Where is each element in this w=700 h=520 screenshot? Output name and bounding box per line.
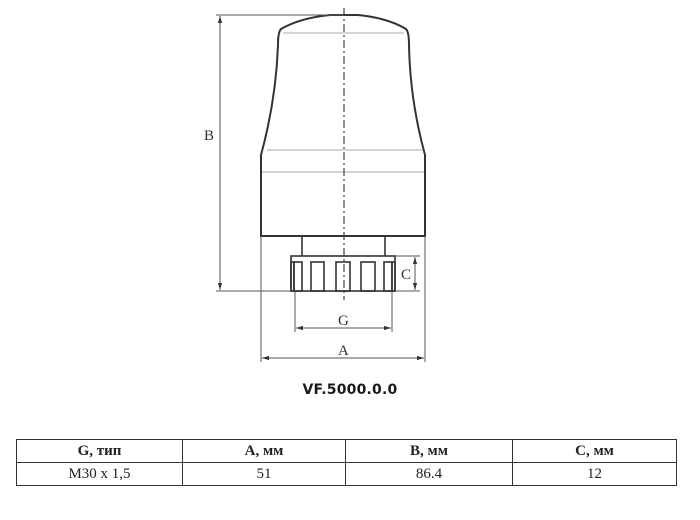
- dimension-label-C: C: [401, 267, 411, 283]
- dimension-A: [260, 236, 426, 362]
- header-a-mm: A, мм: [182, 439, 346, 463]
- dimension-label-B: B: [204, 128, 214, 144]
- dimension-label-G: G: [338, 313, 349, 329]
- dimension-C: [395, 255, 420, 292]
- cell-g-value: M30 x 1,5: [16, 462, 183, 486]
- dimension-B: [216, 14, 344, 292]
- cell-c-value: 12: [512, 462, 677, 486]
- cell-b-value: 86.4: [345, 462, 513, 486]
- neck: [301, 236, 386, 256]
- header-b-mm: B, мм: [345, 439, 513, 463]
- dimension-G: [294, 291, 393, 332]
- cell-a-value: 51: [182, 462, 346, 486]
- dimension-label-A: A: [338, 343, 349, 359]
- body-section-lines: [262, 32, 424, 173]
- table-header-row: G, тип A, мм B, мм C, мм: [16, 439, 677, 463]
- table-row: M30 x 1,5 51 86.4 12: [16, 462, 677, 486]
- union-nut: [290, 255, 396, 292]
- technical-drawing: B C G A: [204, 8, 426, 362]
- spec-table: G, тип A, мм B, мм C, мм M30 x 1,5 51 86…: [16, 439, 677, 486]
- thermo-head-outline: [260, 14, 426, 237]
- model-code: VF.5000.0.0: [302, 382, 398, 398]
- header-c-mm: C, мм: [512, 439, 677, 463]
- header-g-type: G, тип: [16, 439, 183, 463]
